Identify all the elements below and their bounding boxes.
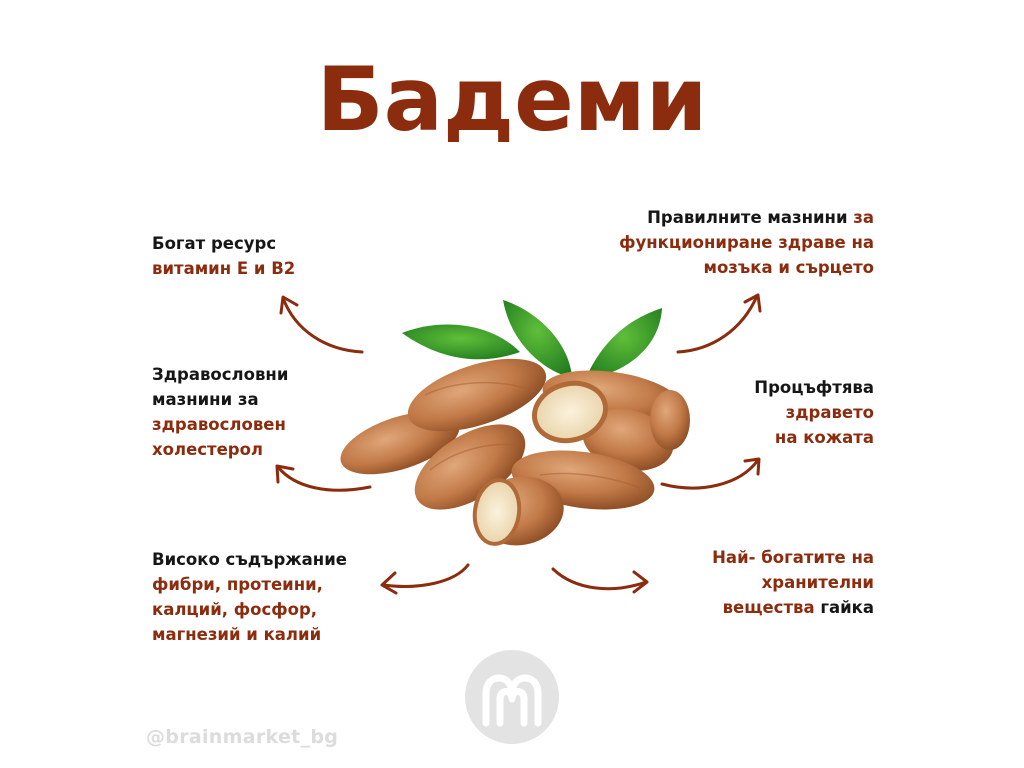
callout-highlight: магнезий и калий [152,625,322,644]
curved-arrow-icon [660,457,761,490]
callout-highlight: калций, фосфор, [152,600,318,619]
callout-cholesterol: Здравословни мазнини за здравословен хол… [152,362,288,462]
curved-arrow-icon [676,293,762,354]
almond-kernel [472,478,522,546]
callout-highlight: Най- богатите на [712,548,874,567]
callout-highlight: мозъка и сърцето [703,258,874,277]
brand-logo-icon [465,650,559,744]
leaf-right [585,308,662,380]
callout-highlight: холестерол [152,440,264,459]
callout-highlight: витамин Е и В2 [152,259,296,278]
callout-skin: Процъфтява здравето на кожата [754,375,874,450]
callout-text: Високо съдържание [152,550,347,569]
curved-arrow-icon [279,295,364,354]
callout-highlight: за [853,208,874,227]
callout-richest-nut: Най- богатите на хранителни вещества гай… [712,545,874,620]
callout-text: Здравословни [152,365,289,384]
watermark-handle: @brainmarket_bg [146,726,339,748]
callout-highlight: фибри, протеини, [152,575,323,594]
callout-text: Богат ресурс [152,234,277,253]
almond-shape [650,390,690,450]
callout-text: Процъфтява [754,378,874,397]
leaf-center [503,300,572,378]
callout-highlight: функциониране здраве на [619,233,874,252]
callout-nutrients: Високо съдържание фибри, протеини, калци… [152,547,347,647]
almond-shape [414,424,526,510]
almond-shape [407,358,547,432]
callout-brain-heart: Правилните мазнини за функциониране здра… [619,205,874,280]
curved-arrow-icon [380,563,470,595]
callout-text: Правилните мазнини [647,208,854,227]
almond-kernel [531,380,609,444]
callout-line: вещества гайка [712,595,874,620]
curved-arrow-icon [551,567,649,594]
callout-highlight: хранителни [761,573,874,592]
leaf-left [402,324,520,360]
callout-highlight: здравословен [152,415,286,434]
callout-vitamins: Богат ресурс витамин Е и В2 [152,231,295,281]
callout-text: гайка [820,598,874,617]
callout-text: мазнини за [152,390,259,409]
callout-line: Правилните мазнини за [619,205,874,230]
callout-highlight: на кожата [774,428,874,447]
page-title: Бадеми [316,48,708,151]
curved-arrow-icon [275,464,372,492]
callout-highlight: здравето [785,403,874,422]
callout-highlight: вещества [722,598,821,617]
